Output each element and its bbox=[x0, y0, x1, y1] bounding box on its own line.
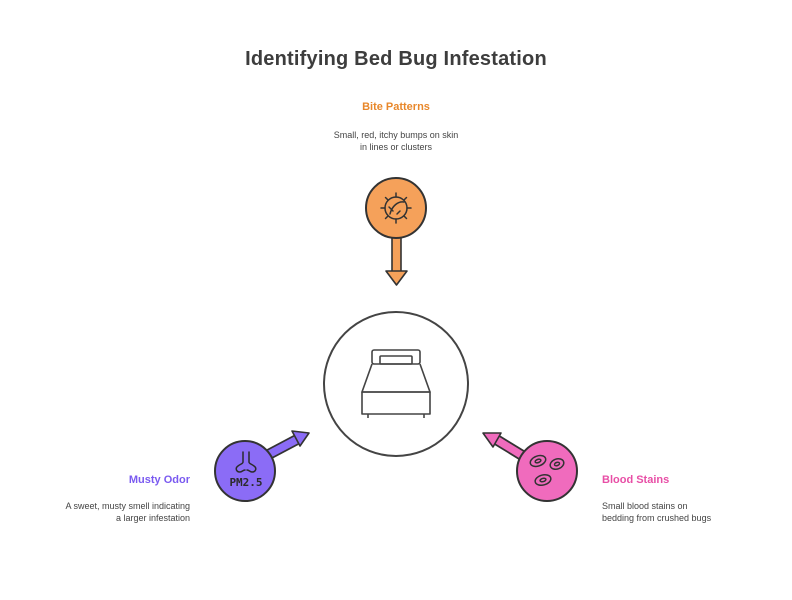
bed-icon bbox=[361, 349, 431, 418]
musty-odor-description: A sweet, musty smell indicating a larger… bbox=[65, 501, 190, 523]
bite-patterns-label: Bite Patterns bbox=[362, 101, 430, 113]
center-circle bbox=[323, 311, 469, 457]
blood-stains-label: Blood Stains bbox=[602, 474, 670, 486]
nose-pm25-icon bbox=[235, 451, 257, 473]
blood-node bbox=[516, 440, 578, 502]
blood-stains-description: Small blood stains on bedding from crush… bbox=[602, 501, 712, 523]
musty-node bbox=[214, 440, 276, 502]
pm25-icon-text: PM2.5 bbox=[229, 476, 263, 489]
diagram-title: Identifying Bed Bug Infestation bbox=[245, 48, 547, 70]
bite-node bbox=[365, 177, 427, 239]
bite-patterns-description: Small, red, itchy bumps on skin in lines… bbox=[333, 130, 459, 152]
blood-cells-icon bbox=[529, 454, 565, 487]
virus-bite-icon bbox=[380, 192, 412, 224]
musty-odor-label: Musty Odor bbox=[128, 474, 190, 486]
